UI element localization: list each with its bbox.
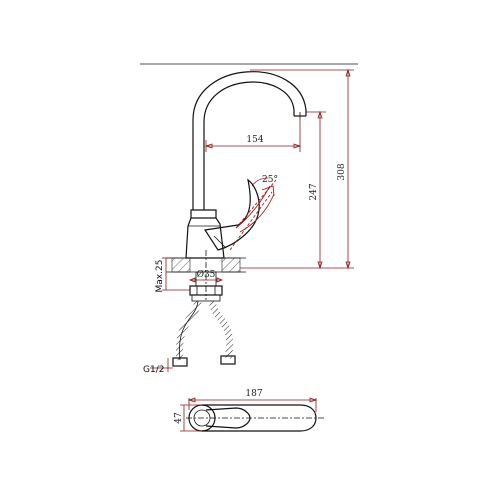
dimension-thread: G1/2 [143, 358, 173, 375]
dimension-top-length: 187 [187, 389, 318, 412]
reach-label: 154 [246, 135, 263, 145]
top-length-label: 187 [245, 389, 262, 399]
angle-label: 25° [262, 175, 278, 185]
dimension-reach: 154 [204, 118, 302, 152]
spout-outer [192, 71, 307, 210]
faucet-body [185, 209, 225, 259]
max-thickness-label: Max.25 [155, 260, 165, 293]
lever-handle [203, 178, 260, 251]
faucet-side-view [166, 71, 307, 367]
spout-height-label: 247 [309, 183, 319, 200]
thread-label: G1/2 [143, 365, 164, 375]
lever-raised-outline [235, 185, 271, 229]
dimension-max-thickness: Max.25 [155, 257, 190, 293]
top-width-label: 47 [174, 412, 184, 424]
faucet-top-view [186, 404, 326, 432]
hose-fitting-left [172, 357, 188, 367]
dimension-angle: 25° [251, 175, 278, 187]
dimension-top-width: 47 [174, 404, 202, 432]
dimension-total-height: 308 [250, 68, 354, 270]
base-diameter-label: Ø35 [197, 269, 216, 280]
countertop-right [221, 257, 241, 273]
dimension-base-diameter: Ø35 [188, 269, 224, 283]
dimension-spout-height: 247 [240, 110, 326, 270]
countertop-left [171, 257, 191, 273]
total-height-label: 308 [337, 163, 347, 180]
hose-fitting-right [220, 355, 236, 365]
spout-inner [203, 81, 295, 210]
hose-right [208, 300, 234, 359]
